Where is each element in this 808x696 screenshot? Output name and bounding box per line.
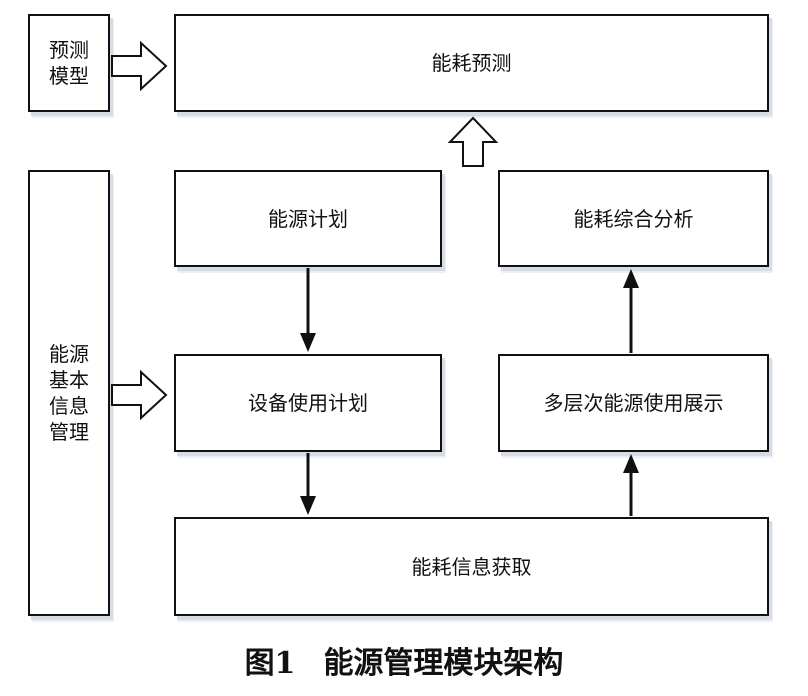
energy-analysis-label: 能耗综合分析	[573, 206, 694, 231]
prediction-model-label: 预测 模型	[49, 37, 89, 89]
basic-info-label: 能源 基本 信息 管理	[49, 341, 89, 445]
energy-prediction-box: 能耗预测	[174, 14, 769, 112]
equipment-plan-box: 设备使用计划	[174, 354, 442, 452]
figure-title: 能源管理模块架构	[323, 646, 564, 681]
equipment-plan-label: 设备使用计划	[248, 391, 368, 415]
arrow-head-equipment-to-acquisition	[300, 496, 316, 515]
prediction-model-box: 预测 模型	[28, 14, 110, 112]
multilayer-display-label: 多层次能源使用展示	[543, 391, 724, 415]
energy-analysis-box: 能耗综合分析	[498, 170, 769, 267]
info-acquisition-label: 能耗信息获取	[411, 554, 532, 579]
hollow-arrow-up-to-prediction	[447, 116, 499, 167]
basic-info-box: 能源 基本 信息 管理	[28, 170, 110, 616]
figure-caption: 图1 能源管理模块架构	[0, 638, 808, 682]
basic-info-line-2: 基本	[49, 368, 89, 392]
energy-prediction-label: 能耗预测	[431, 51, 512, 75]
info-acquisition-box: 能耗信息获取	[174, 517, 769, 616]
hollow-arrow-model-to-prediction	[111, 40, 168, 92]
arrow-head-plan-to-equipment	[300, 333, 316, 352]
energy-plan-label: 能源计划	[268, 206, 348, 231]
basic-info-line-1: 能源	[49, 342, 89, 366]
basic-info-line-4: 管理	[49, 420, 89, 444]
arrow-head-acquisition-to-display	[623, 454, 639, 473]
hollow-arrow-info-to-equipment	[111, 369, 168, 421]
basic-info-line-3: 信息	[49, 394, 89, 418]
energy-plan-box: 能源计划	[174, 170, 442, 267]
arrow-head-display-to-analysis	[623, 269, 639, 288]
prediction-model-line-1: 预测	[49, 38, 89, 62]
multilayer-display-box: 多层次能源使用展示	[498, 354, 769, 452]
prediction-model-line-2: 模型	[49, 64, 89, 88]
figure-number: 图1	[244, 646, 296, 681]
